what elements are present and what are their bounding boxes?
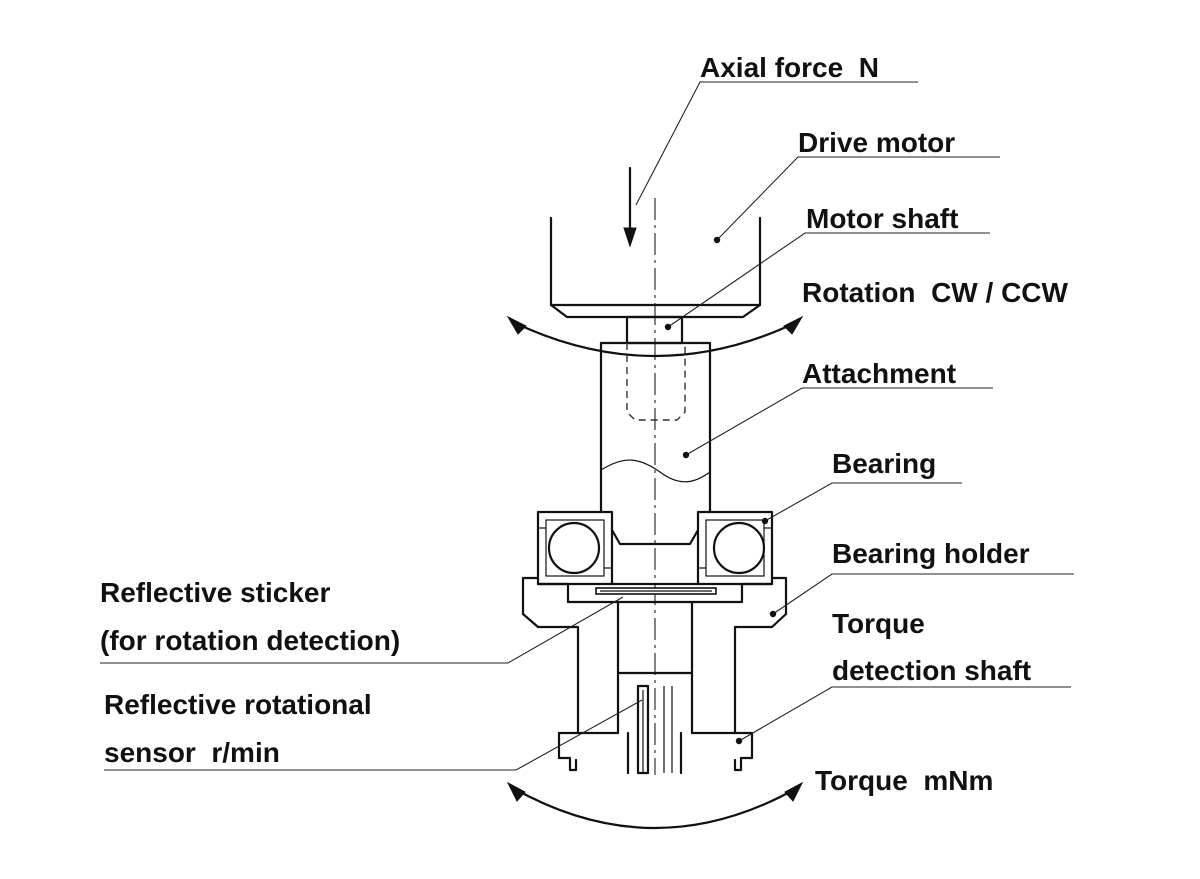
leader-motor-shaft: [664, 232, 990, 331]
label-motor-shaft: Motor shaft: [806, 203, 958, 234]
label-drive-motor: Drive motor: [798, 127, 955, 158]
rotation-arrow: [506, 315, 804, 358]
label-bearing: Bearing: [832, 448, 936, 479]
leader-attachment: [682, 387, 993, 459]
label-reflective-sticker-line1: Reflective sticker: [100, 577, 330, 608]
attachment-body: [599, 341, 712, 514]
label-axial-force: Axial force N: [700, 52, 879, 83]
label-bearing-holder: Bearing holder: [832, 538, 1030, 569]
leader-rotational-sensor: [104, 699, 643, 771]
label-rotational-sensor-line2: sensor r/min: [104, 737, 280, 768]
bearing-holder: [521, 576, 788, 735]
leader-torque-shaft: [735, 686, 1071, 745]
leader-bearing: [761, 482, 962, 525]
torque-arrow: [506, 781, 804, 830]
leader-axial-force: [635, 81, 918, 206]
leader-drive-motor: [713, 156, 1000, 244]
label-rotation: Rotation CW / CCW: [802, 277, 1069, 308]
leader-reflective-sticker: [100, 596, 624, 664]
torque-detection-shaft: [557, 600, 754, 775]
drive-motor-body: [549, 216, 762, 319]
label-torque-shaft-line2: detection shaft: [832, 655, 1031, 686]
label-reflective-sticker-line2: (for rotation detection): [100, 625, 400, 656]
bearing: [536, 510, 774, 586]
label-torque: Torque mNm: [815, 765, 993, 796]
label-torque-shaft-line1: Torque: [832, 608, 925, 639]
label-attachment: Attachment: [802, 358, 956, 389]
reflective-sticker: [595, 587, 717, 595]
label-rotational-sensor-line1: Reflective rotational: [104, 689, 372, 720]
rotational-sensor: [636, 684, 673, 775]
axial-force-arrow: [623, 166, 637, 248]
leader-bearing-holder: [769, 573, 1074, 618]
